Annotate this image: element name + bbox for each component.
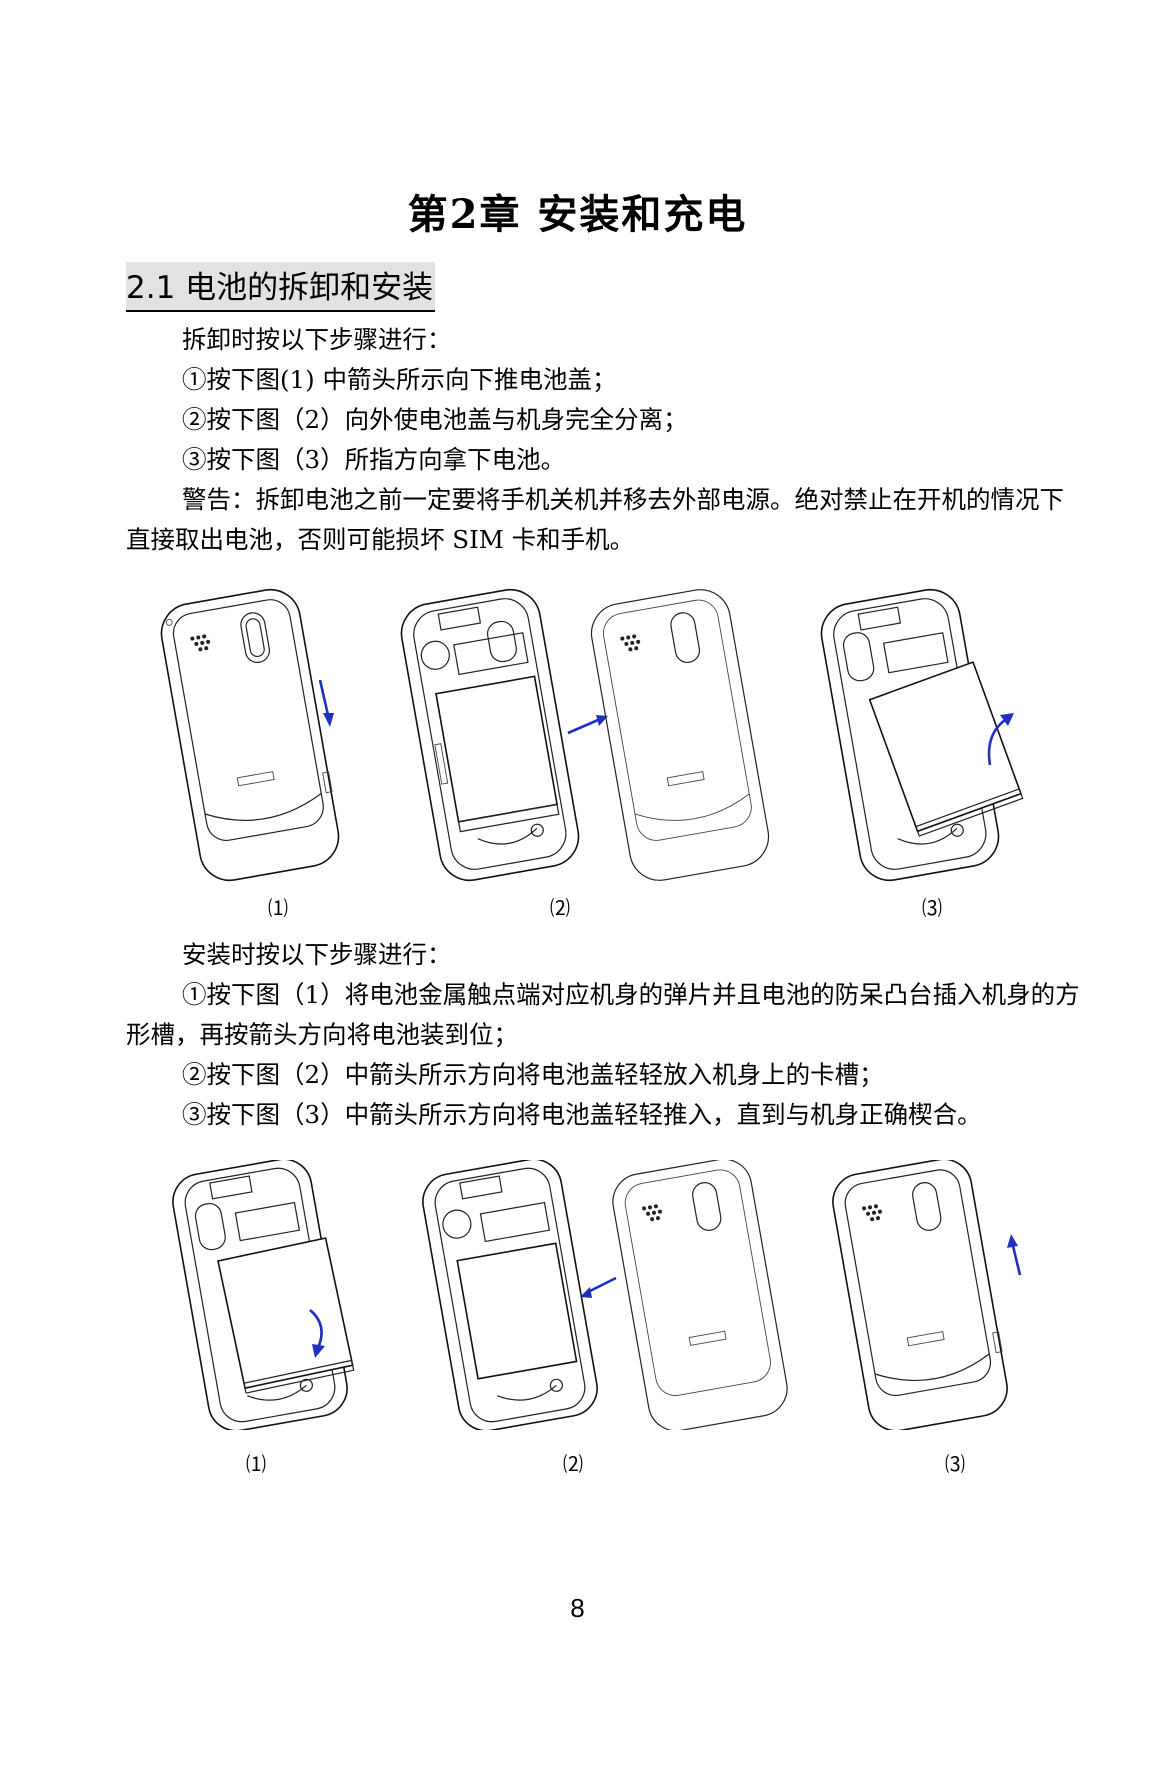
removal-warning: 警告：拆卸电池之前一定要将手机关机并移去外部电源。绝对禁止在开机的情况下直接取出… — [126, 485, 1064, 554]
removal-caption-3: ⑶ — [922, 896, 942, 920]
install-figure-2 — [422, 1160, 788, 1430]
removal-figure-1 — [160, 588, 340, 882]
install-figure-3 — [832, 1160, 1022, 1430]
section-heading: 2.1 电池的拆卸和安装 — [126, 262, 436, 312]
removal-figure-2 — [400, 588, 770, 882]
chapter-title: 第2章 安装和充电 — [407, 191, 748, 238]
removal-instructions: 拆卸时按以下步骤进行： ①按下图(1) 中箭头所示向下推电池盖； ②按下图（2）… — [126, 320, 1086, 560]
removal-caption-2: ⑵ — [550, 896, 570, 920]
page-number: 8 — [570, 1593, 585, 1623]
install-instructions: 安装时按以下步骤进行： ①按下图（1）将电池金属触点端对应机身的弹片并且电池的防… — [126, 935, 1086, 1135]
removal-step-1: ①按下图(1) 中箭头所示向下推电池盖； — [182, 365, 617, 394]
install-intro: 安装时按以下步骤进行： — [182, 940, 452, 969]
removal-figure-3 — [820, 588, 1024, 882]
install-step-3: ③按下图（3）中箭头所示方向将电池盖轻轻推入，直到与机身正确楔合。 — [182, 1100, 982, 1129]
install-caption-1: ⑴ — [246, 1452, 266, 1476]
install-caption-3: ⑶ — [945, 1452, 965, 1476]
install-figure-1 — [172, 1160, 355, 1430]
install-caption-2: ⑵ — [563, 1452, 583, 1476]
removal-caption-1: ⑴ — [268, 896, 288, 920]
install-step-1: ①按下图（1）将电池金属触点端对应机身的弹片并且电池的防呆凸台插入机身的方形槽，… — [126, 980, 1080, 1049]
install-step-2: ②按下图（2）中箭头所示方向将电池盖轻轻放入机身上的卡槽； — [182, 1060, 884, 1089]
removal-intro: 拆卸时按以下步骤进行： — [182, 325, 452, 354]
removal-step-3: ③按下图（3）所指方向拿下电池。 — [182, 445, 566, 474]
removal-step-2: ②按下图（2）向外使电池盖与机身完全分离； — [182, 405, 688, 434]
